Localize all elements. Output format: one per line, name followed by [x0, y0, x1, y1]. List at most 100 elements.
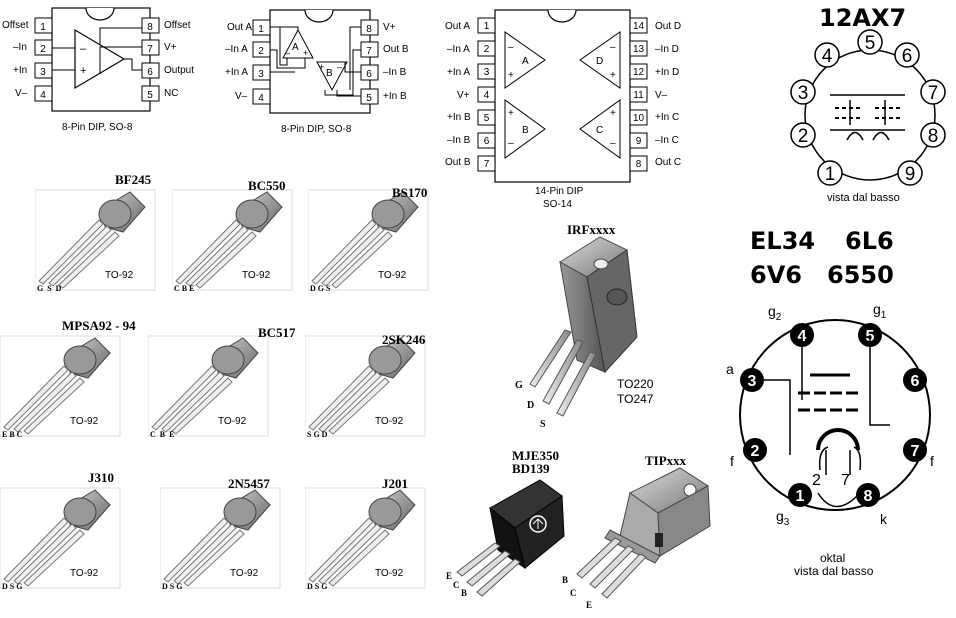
- opamp4-pin-number-1: 1: [484, 21, 490, 32]
- to92-part-name: BC550: [248, 178, 286, 193]
- opamp1-pin2-label: –In: [13, 42, 27, 53]
- opamp-dual-diagram: 1 2 3 4 8 7 6 5 A – + B + – Out A –In A …: [225, 0, 425, 140]
- octal-pin-number: 7: [911, 443, 920, 460]
- to92-package-label: TO-92: [230, 568, 259, 579]
- octal-label-g3: g3: [776, 508, 790, 528]
- tube-12ax7-title: 12AX7: [819, 4, 907, 32]
- opamp4-pin-box-4: [477, 86, 496, 103]
- mje350-title-1: MJE350: [512, 448, 559, 463]
- tube-12ax7-pin-1: [817, 160, 843, 186]
- svg-text:7: 7: [366, 46, 372, 57]
- svg-text:B: B: [522, 125, 529, 136]
- opamp4-pin-box-11: [629, 86, 648, 103]
- tube-12ax7-pin-number: 6: [902, 46, 913, 67]
- opamp2-pin6-label: –In B: [383, 67, 407, 78]
- tube-12ax7-pin-number: 3: [798, 83, 809, 104]
- tip-drawing: [576, 467, 711, 599]
- to92-package-label: TO-92: [378, 270, 407, 281]
- to92-package-label: TO-92: [375, 416, 404, 427]
- svg-text:6: 6: [366, 69, 372, 80]
- irf-pkg-2: TO247: [617, 392, 654, 406]
- octal-pin-2: [743, 438, 767, 462]
- tube-12ax7-pin-4: [814, 42, 840, 68]
- to92-part-name: 2N5457: [228, 476, 270, 491]
- mje350-pin-c: C: [453, 580, 460, 590]
- opamp4-caption-1: 14-Pin DIP: [535, 186, 584, 197]
- svg-text:A: A: [522, 56, 529, 67]
- to92-package-label: TO-92: [70, 568, 99, 579]
- opamp4-pin-box-5: [477, 109, 496, 126]
- mje350-drawing: [456, 479, 565, 597]
- svg-text:C: C: [596, 125, 603, 136]
- opamp4-pin-box-12: [629, 63, 648, 80]
- opamp4-pin8-label: Out C: [655, 157, 682, 168]
- opamp2-pin7-label: Out B: [383, 44, 409, 55]
- svg-text:7: 7: [147, 44, 153, 55]
- to92-part-name: MPSA92 - 94: [62, 318, 136, 333]
- to92-package-label: TO-92: [70, 416, 99, 427]
- opamp4-pin-number-10: 10: [633, 113, 645, 124]
- octal-heater-label-2: 2: [812, 472, 821, 489]
- svg-text:2: 2: [258, 46, 264, 57]
- to92-pin-labels: D S G: [2, 582, 23, 591]
- to92-package-label: TO-92: [105, 270, 134, 281]
- to92-part-name: BF245: [115, 172, 152, 187]
- to92-body-drawing: [159, 487, 281, 589]
- opamp4-pin14-label: Out D: [655, 21, 682, 32]
- opamp2-pin4-label: V–: [235, 91, 248, 102]
- tip-pin-b: B: [562, 575, 569, 585]
- opamp4-pin-number-6: 6: [484, 136, 490, 147]
- svg-text:–: –: [80, 43, 87, 55]
- opamp2-pin1-label: Out A: [227, 22, 253, 33]
- svg-text:8: 8: [366, 24, 372, 35]
- opamp2-pin3-label: +In A: [225, 67, 249, 78]
- octal-title-6v6: 6V6: [750, 261, 802, 289]
- opamp4-pin-number-9: 9: [636, 136, 642, 147]
- octal-pin-number: 1: [796, 488, 805, 505]
- irf-title: IRFxxxx: [567, 222, 616, 237]
- irf-pin-d: D: [527, 400, 535, 411]
- octal-label-g2: g2: [768, 303, 782, 323]
- opamp4-pin-box-2: [477, 40, 496, 57]
- octal-label-k: k: [880, 511, 887, 527]
- opamp4-pin10-label: +In C: [655, 112, 680, 123]
- to92-package-label: TO-92: [218, 416, 247, 427]
- opamp4-pin-box-1: [477, 17, 496, 34]
- opamp4-pin12-label: +In D: [655, 67, 680, 78]
- svg-text:8: 8: [147, 22, 153, 33]
- to92-transistor-6: TO-92 D S G: [0, 470, 140, 600]
- to92-part-name: J201: [382, 476, 408, 491]
- irf-drawing: [529, 236, 638, 417]
- octal-pin-3: [740, 368, 764, 392]
- opamp4-pin-number-3: 3: [484, 67, 490, 78]
- tube-12ax7-pin-8: [920, 122, 946, 148]
- to92-pin-labels: C B E: [150, 430, 175, 439]
- tube-12ax7-pin-2: [790, 122, 816, 148]
- opamp4-pin6-label: –In B: [447, 135, 471, 146]
- tube-12ax7-pin-7: [920, 79, 946, 105]
- octal-pin-1: [788, 483, 812, 507]
- to92-body-drawing: [0, 487, 121, 589]
- octal-label-f-left: f: [730, 453, 734, 469]
- svg-text:1: 1: [40, 22, 46, 33]
- tip-to220-diagram: TIPxxx B C E: [560, 448, 720, 613]
- octal-pin-7: [903, 438, 927, 462]
- svg-text:–: –: [508, 42, 514, 53]
- octal-label-f-right: f: [930, 453, 934, 469]
- opamp4-pin-number-14: 14: [633, 21, 645, 32]
- to92-body-drawing: [171, 189, 293, 291]
- opamp1-caption: 8-Pin DIP, SO-8: [62, 122, 133, 133]
- svg-text:6: 6: [147, 67, 153, 78]
- svg-text:–: –: [610, 42, 616, 53]
- to92-body-drawing: [304, 335, 426, 437]
- svg-text:+: +: [610, 70, 616, 81]
- tube-12ax7-pin-5: [857, 29, 883, 55]
- opamp2-caption: 8-Pin DIP, SO-8: [281, 124, 352, 135]
- opamp-single-drawing: 1 2 3 4 8 7 6 5 – +: [34, 7, 160, 112]
- irf-pin-s: S: [540, 419, 546, 430]
